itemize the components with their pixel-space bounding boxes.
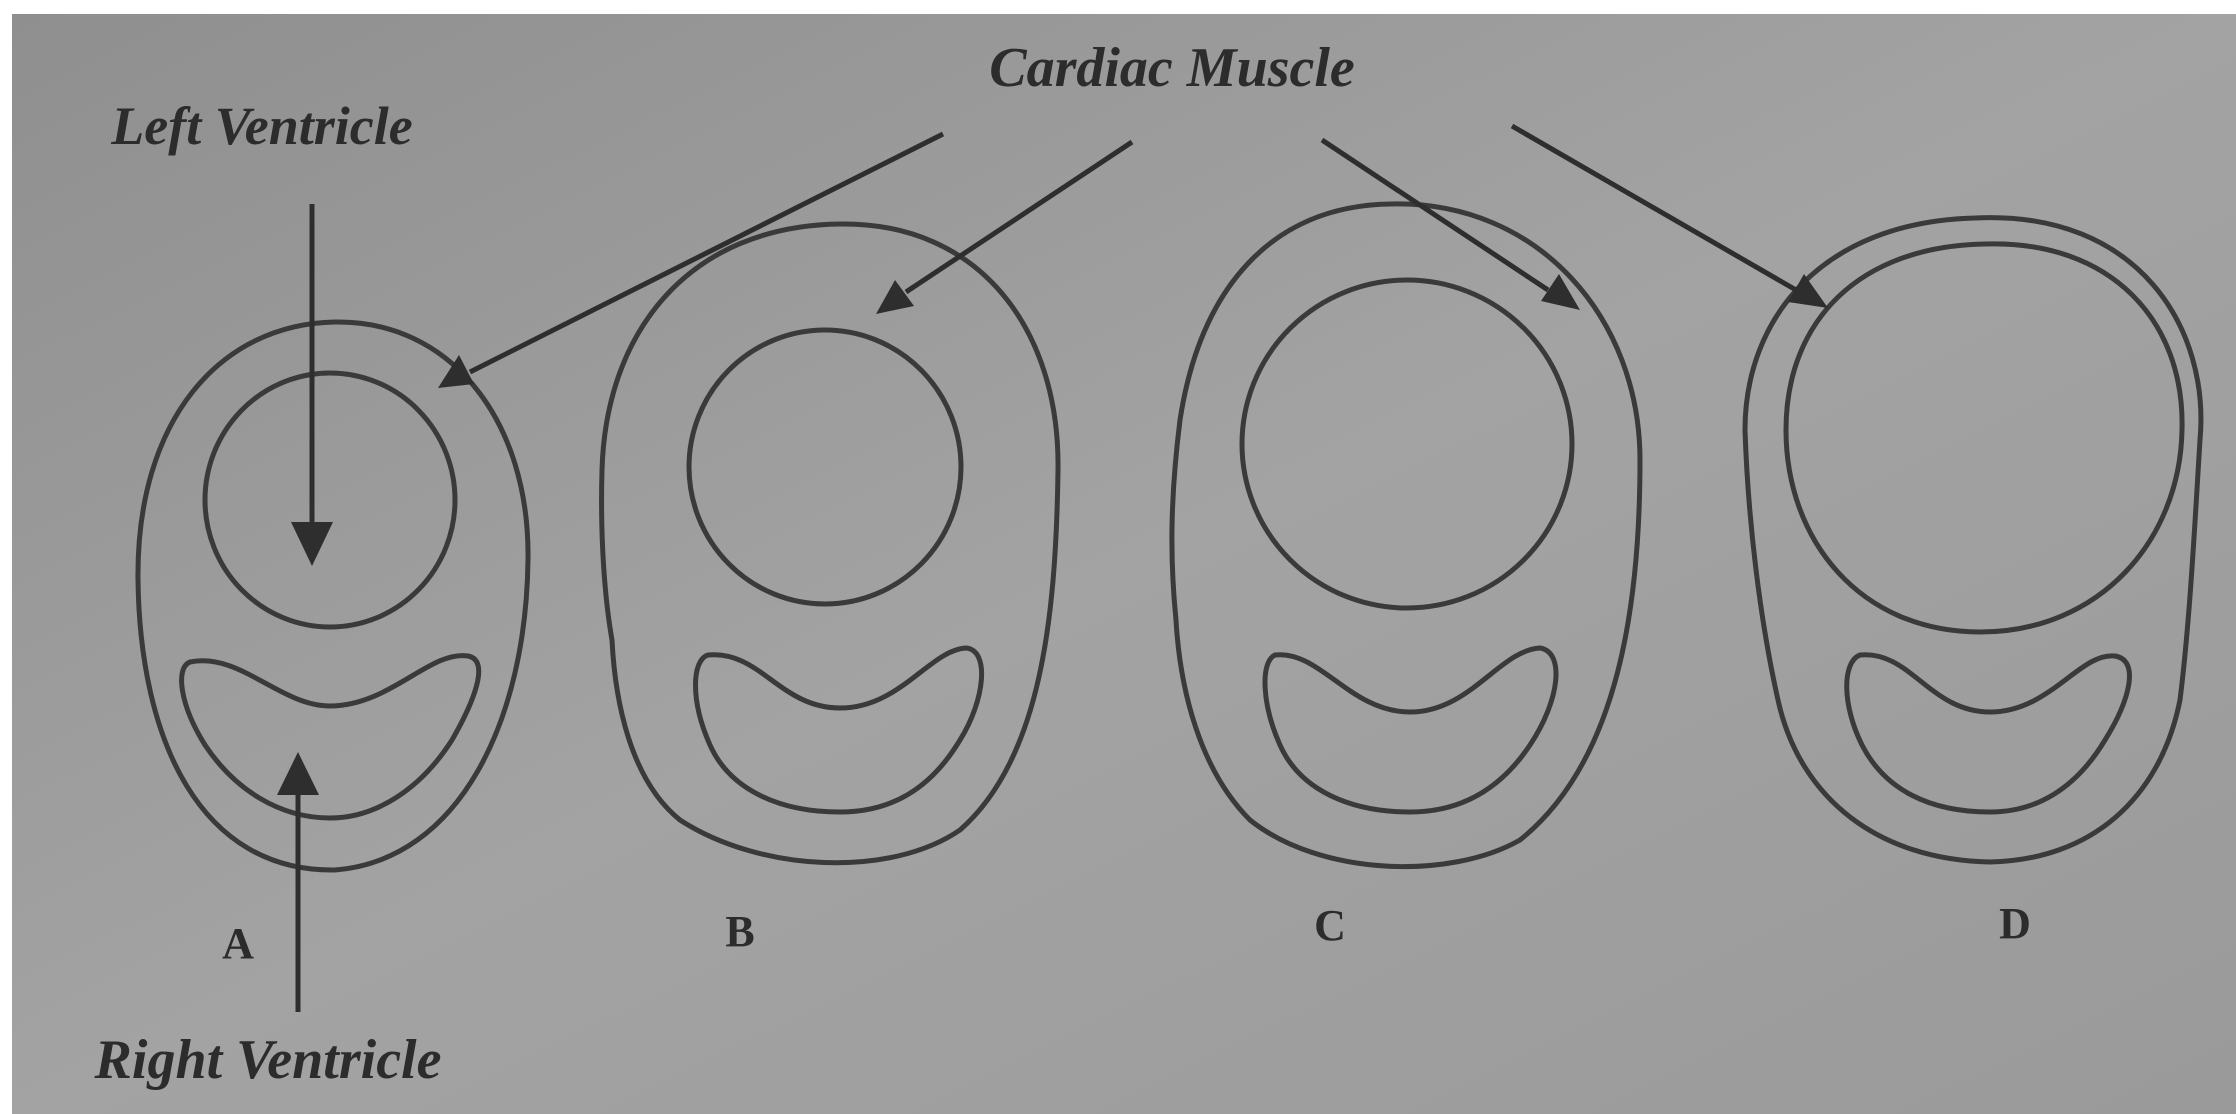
panel-c-letter: C [1314, 901, 1346, 950]
panel-b-letter: B [725, 907, 754, 956]
paper-background [12, 14, 2236, 1114]
left-ventricle-label: Left Ventricle [110, 96, 412, 156]
panel-a-letter: A [222, 919, 254, 968]
panel-d-letter: D [1999, 899, 2031, 948]
right-ventricle-label: Right Ventricle [94, 1029, 442, 1091]
cardiac-muscle-label: Cardiac Muscle [989, 37, 1355, 99]
